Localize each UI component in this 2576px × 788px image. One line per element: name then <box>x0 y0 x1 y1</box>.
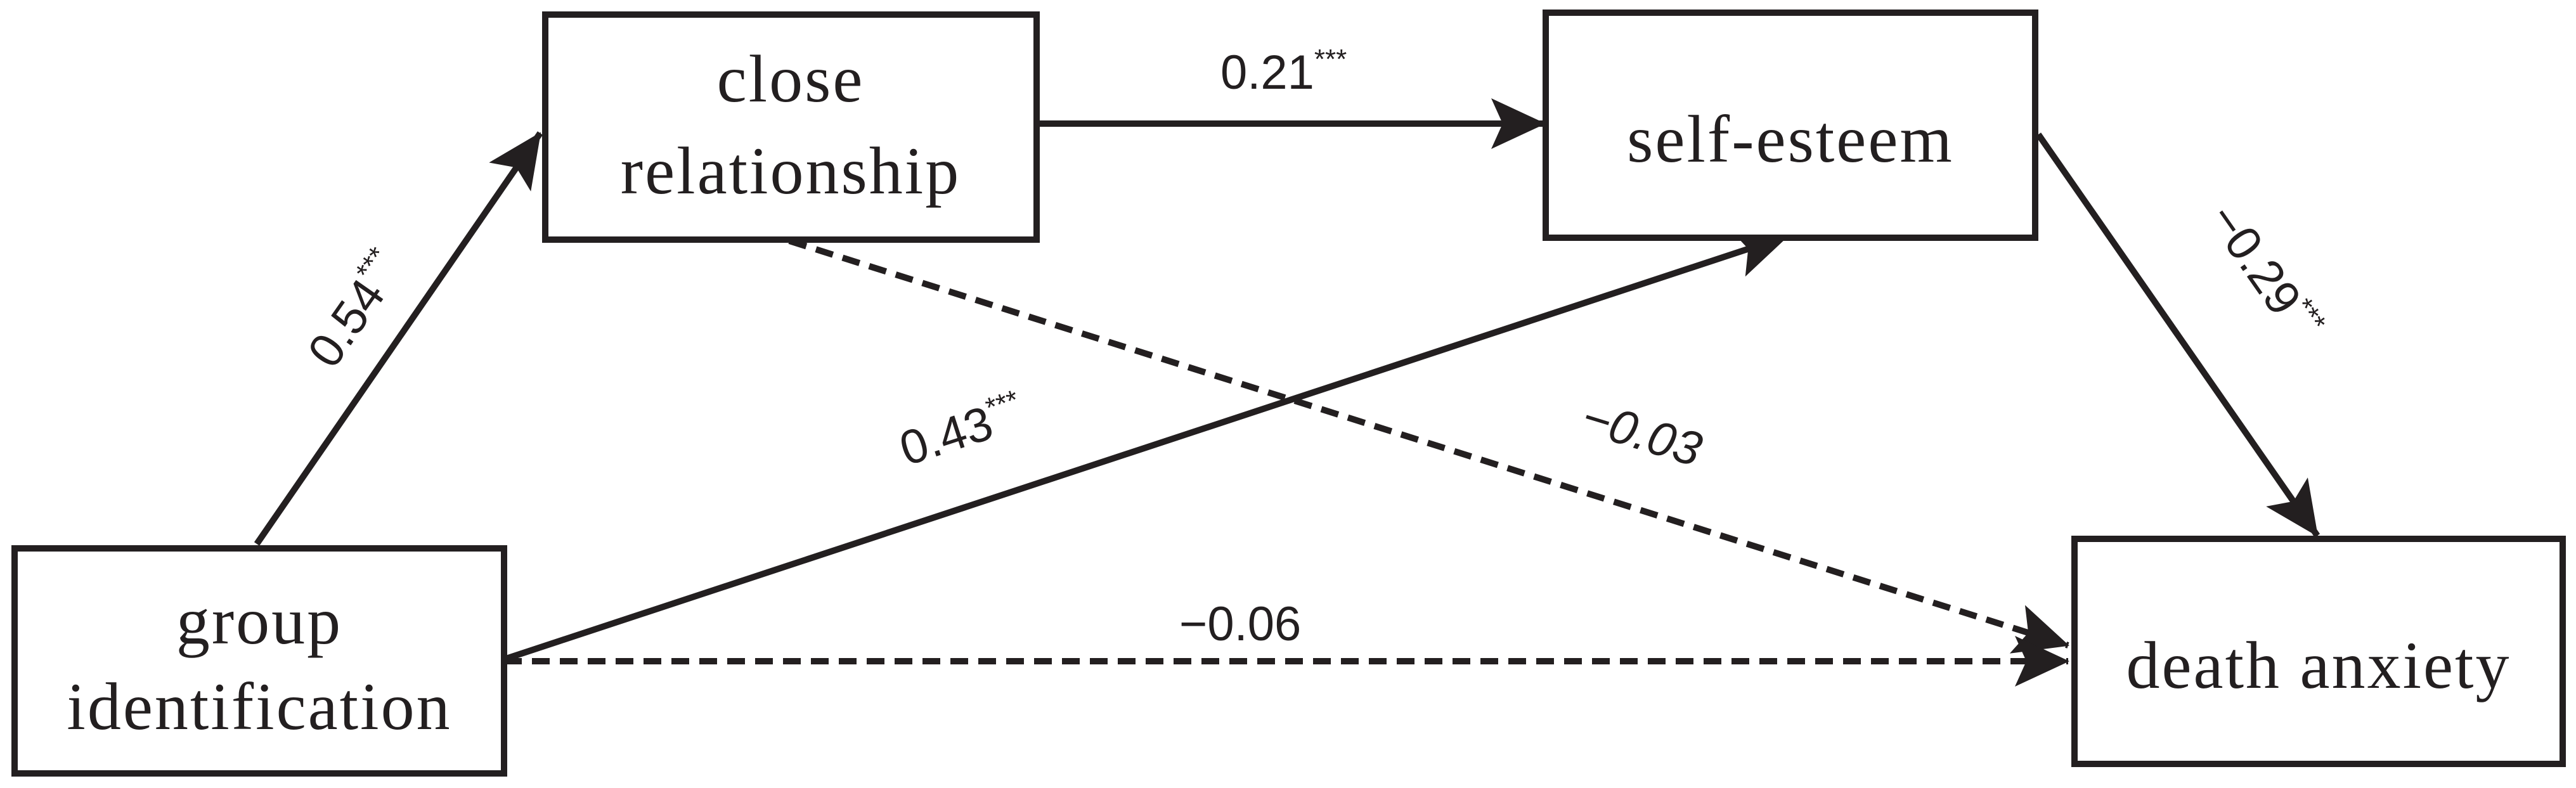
coef-value: −0.03 <box>1576 390 1708 477</box>
node-group-identification: group identification <box>11 545 507 777</box>
coef-group-to-close: 0.54*** <box>296 242 414 377</box>
coef-value: 0.43 <box>893 396 999 477</box>
node-label: self-esteem <box>1627 102 1954 176</box>
coef-close-to-death: −0.03 <box>1576 390 1708 477</box>
node-death-anxiety: death anxiety <box>2071 536 2566 767</box>
coef-value: −0.06 <box>1179 597 1301 651</box>
path-self-to-death-arrow <box>2035 132 2320 538</box>
coef-group-to-death: −0.06 <box>1179 597 1301 651</box>
path-close-to-death-arrow <box>788 238 2069 654</box>
node-label: relationship <box>621 134 961 208</box>
path-group-to-self-arrow <box>503 228 1789 662</box>
node-label: close <box>717 42 865 116</box>
node-label: identification <box>67 669 451 744</box>
node-close-relationship: close relationship <box>542 11 1040 243</box>
coef-self-to-death: −0.29*** <box>2197 193 2332 351</box>
path-group-to-close-arrow <box>254 131 543 546</box>
coef-close-to-self: 0.21*** <box>1220 44 1347 100</box>
node-label: death anxiety <box>2126 628 2511 702</box>
coef-value: 0.21 <box>1220 46 1314 100</box>
coef-group-to-self: 0.43*** <box>893 384 1030 476</box>
node-label: group <box>176 584 342 658</box>
node-self-esteem: self-esteem <box>1543 10 2038 241</box>
coef-sig: *** <box>1314 44 1347 75</box>
